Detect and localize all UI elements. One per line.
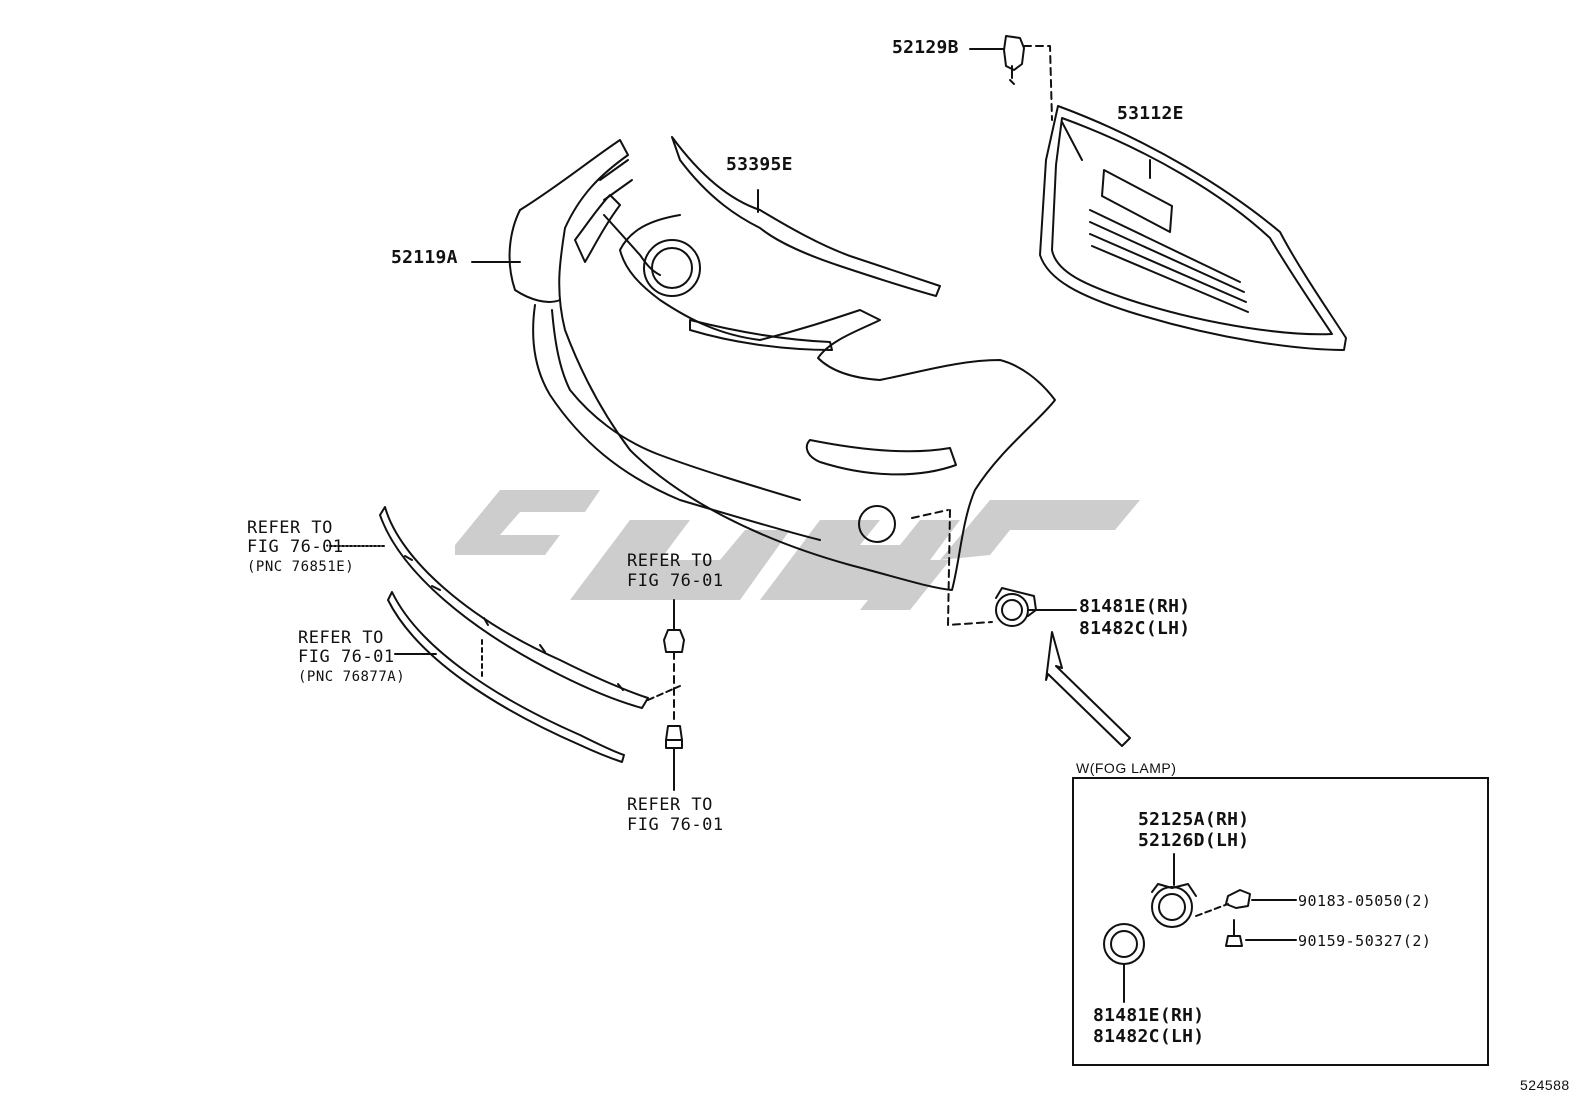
part-label-81481E-rh: 81481E(RH) [1079, 596, 1191, 617]
clip-upper [663, 599, 685, 723]
part-label-52119A: 52119A [391, 247, 458, 268]
ref-label-2-line2: FIG 76-01 [298, 647, 395, 667]
inset-label-90183: 90183-05050(2) [1298, 892, 1432, 910]
inset-label-81481E-rh: 81481E(RH) [1093, 1005, 1205, 1026]
lower-strip-76877A [387, 591, 681, 763]
ref-label-1-line1: REFER TO [247, 518, 333, 538]
ref-label-4-line2: FIG 76-01 [627, 815, 724, 835]
fog-lamp-cover-81481E [911, 509, 1077, 627]
fog-lamp-inset-box [1072, 777, 1489, 1066]
bracket-52129B [969, 35, 1053, 121]
lower-strip-76851E [329, 506, 649, 709]
bumper-cover-52119A [471, 139, 1056, 591]
ref-label-1-line2: FIG 76-01 [247, 537, 344, 557]
watermark-logo [455, 490, 1140, 610]
inset-nut-90183 [1195, 889, 1297, 917]
ref-label-1-line3: (PNC 76851E) [247, 559, 355, 575]
inset-label-90159: 90159-50327(2) [1298, 932, 1432, 950]
part-label-52129B: 52129B [892, 37, 959, 58]
inset-bezel-52125A [1151, 853, 1197, 928]
molding-53395E [671, 136, 941, 297]
ref-label-3-line1: REFER TO [627, 551, 713, 571]
inset-screw-90159 [1225, 919, 1297, 947]
view-arrow [1045, 631, 1131, 747]
ref-label-2-line1: REFER TO [298, 628, 384, 648]
grille-53112E [1039, 105, 1347, 351]
ref-label-4-line1: REFER TO [627, 795, 713, 815]
part-label-53395E: 53395E [726, 154, 793, 175]
figure-number: 524588 [1520, 1077, 1570, 1093]
part-label-81482C-lh: 81482C(LH) [1079, 618, 1191, 639]
part-label-53112E: 53112E [1117, 103, 1184, 124]
bolt-lower [665, 725, 683, 791]
ref-label-2-line3: (PNC 76877A) [298, 669, 406, 685]
inset-cover-81481E [1103, 923, 1145, 1003]
inset-title: W(FOG LAMP) [1076, 760, 1177, 776]
inset-label-52125A-rh: 52125A(RH) [1138, 809, 1250, 830]
inset-label-52126D-lh: 52126D(LH) [1138, 830, 1250, 851]
inset-label-81482C-lh: 81482C(LH) [1093, 1026, 1205, 1047]
ref-label-3-line2: FIG 76-01 [627, 571, 724, 591]
